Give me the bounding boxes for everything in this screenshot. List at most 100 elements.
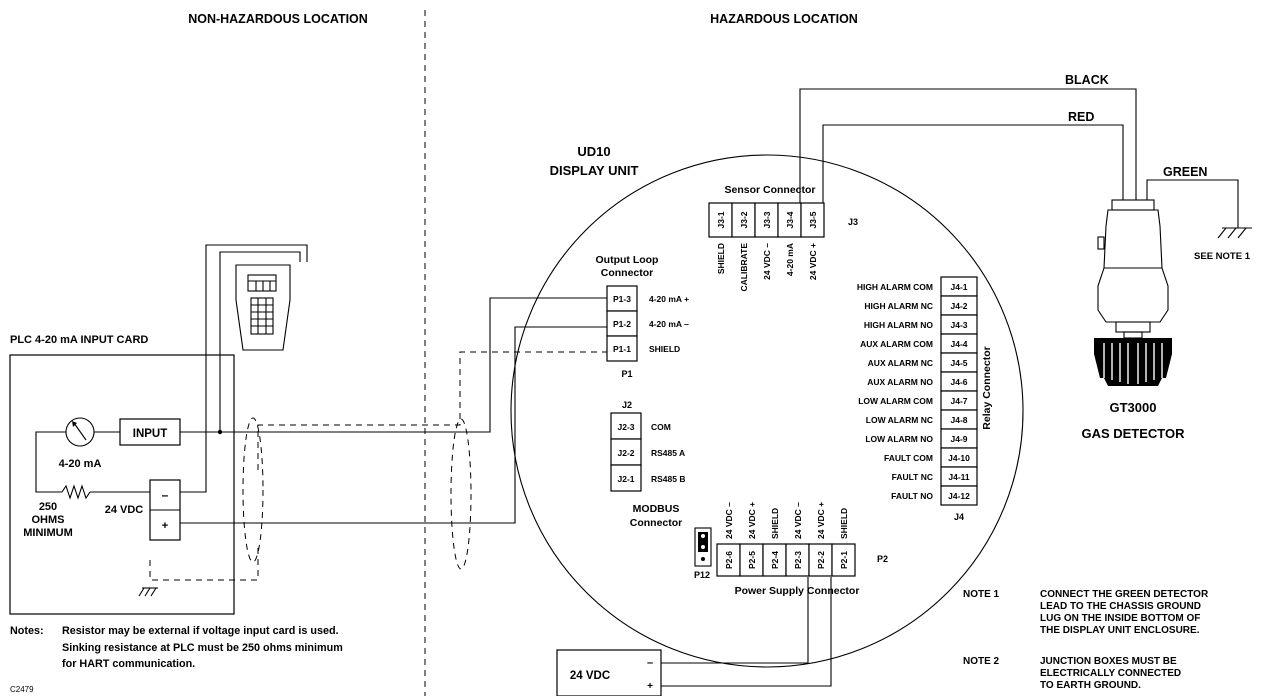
j4-pin-label: J4-2 bbox=[950, 301, 967, 311]
j4-pin-label: J4-7 bbox=[950, 396, 967, 406]
j4-pin-label: J4-10 bbox=[948, 453, 970, 463]
j3-pin-cell bbox=[800, 202, 825, 238]
cable-shield-ellipse-right bbox=[450, 418, 472, 570]
note-2-line-2: ELECTRICALLY CONNECTED bbox=[1040, 668, 1181, 679]
j2-function-label: RS485 A bbox=[651, 448, 685, 458]
supply-wire-plus bbox=[661, 577, 832, 687]
p1-pin-label: P1-2 bbox=[613, 319, 631, 329]
power-supply-title: Power Supply Connector bbox=[735, 585, 860, 597]
note-2-line-3: TO EARTH GROUND. bbox=[1040, 680, 1141, 691]
p2-pin-label: P2-5 bbox=[747, 551, 757, 569]
ground-symbol bbox=[138, 587, 158, 597]
relay-connector-title: Relay Connector bbox=[981, 346, 993, 429]
j4-pin-label: J4-3 bbox=[950, 320, 967, 330]
p2-function-label: 24 VDC + bbox=[816, 502, 826, 539]
hart-communicator-icon bbox=[235, 264, 291, 351]
j3-function-label: SHIELD bbox=[716, 243, 726, 274]
j4-function-label: AUX ALARM COM bbox=[860, 339, 933, 349]
j4-function-label: HIGH ALARM NC bbox=[864, 301, 933, 311]
resistor-value-label: 250 bbox=[39, 501, 57, 513]
j4-function-label: FAULT COM bbox=[884, 453, 933, 463]
supply-box-minus: – bbox=[647, 657, 653, 669]
resistor-unit-label: OHMS bbox=[32, 514, 65, 526]
j3-function-label: 4-20 mA bbox=[785, 243, 795, 276]
modbus-title-1: MODBUS bbox=[633, 503, 680, 515]
shield-wire bbox=[257, 351, 607, 470]
wire-green bbox=[1146, 179, 1239, 228]
j2-function-label: RS485 B bbox=[651, 474, 686, 484]
p2-function-label: 24 VDC – bbox=[724, 502, 734, 539]
detector-title-1: GT3000 bbox=[1110, 400, 1157, 415]
hart-lead-1 bbox=[219, 251, 301, 432]
plc-input-label: INPUT bbox=[133, 428, 168, 440]
p1-function-label: SHIELD bbox=[649, 344, 680, 354]
plc-title: PLC 4-20 mA INPUT CARD bbox=[10, 334, 148, 346]
supply-box-label: 24 VDC bbox=[570, 670, 610, 682]
p2-pin-label: P2-3 bbox=[793, 551, 803, 569]
j4-function-label: LOW ALARM NO bbox=[865, 434, 933, 444]
j4-function-label: AUX ALARM NO bbox=[867, 377, 933, 387]
j4-function-label: FAULT NC bbox=[892, 472, 933, 482]
j3-pin-label: J3-4 bbox=[785, 211, 795, 228]
j3-function-label: 24 VDC – bbox=[762, 243, 772, 280]
j2-ref: J2 bbox=[622, 400, 632, 410]
j4-function-label: AUX ALARM NC bbox=[868, 358, 933, 368]
see-note-1: SEE NOTE 1 bbox=[1194, 251, 1251, 262]
notes-line-3: for HART communication. bbox=[62, 658, 195, 670]
j4-pin-label: J4-4 bbox=[950, 339, 967, 349]
wire-red bbox=[822, 124, 1124, 203]
p1-function-label: 4-20 mA – bbox=[649, 319, 689, 329]
p2-pin-label: P2-6 bbox=[724, 551, 734, 569]
j4-function-label: FAULT NO bbox=[891, 491, 933, 501]
power-supply-connector-p2: P2-624 VDC –P2-524 VDC +P2-4SHIELDP2-324… bbox=[716, 502, 856, 577]
note-1-label: NOTE 1 bbox=[963, 589, 1000, 600]
j2-pin-label: J2-1 bbox=[617, 474, 634, 484]
j3-function-label: CALIBRATE bbox=[739, 243, 749, 292]
note-1-line-1: CONNECT THE GREEN DETECTOR bbox=[1040, 589, 1209, 600]
j3-ref: J3 bbox=[848, 217, 858, 227]
p1-ref: P1 bbox=[621, 369, 632, 379]
p2-pin-cell bbox=[831, 543, 856, 577]
j3-function-label: 24 VDC + bbox=[808, 243, 818, 280]
p2-pin-label: P2-2 bbox=[816, 551, 826, 569]
note-2-label: NOTE 2 bbox=[963, 656, 1000, 667]
jumper-p12 bbox=[694, 527, 712, 567]
j4-pin-label: J4-8 bbox=[950, 415, 967, 425]
non-hazardous-zone-label: NON-HAZARDOUS LOCATION bbox=[188, 12, 368, 26]
j4-pin-label: J4-1 bbox=[950, 282, 967, 292]
shield-ground-wire bbox=[149, 545, 259, 581]
p1-pin-label: P1-3 bbox=[613, 294, 631, 304]
wire-black-label: BLACK bbox=[1065, 73, 1109, 87]
j4-function-label: LOW ALARM NC bbox=[866, 415, 933, 425]
notes-header: Notes: bbox=[10, 625, 44, 637]
j2-pin-cell bbox=[610, 412, 642, 440]
j4-function-label: LOW ALARM COM bbox=[858, 396, 933, 406]
cable-shield-ellipse-left bbox=[242, 417, 264, 563]
loop-wire-return bbox=[180, 326, 607, 524]
j2-pin-label: J2-3 bbox=[617, 422, 634, 432]
meter-label: 4-20 mA bbox=[59, 458, 102, 470]
supply-wire-minus bbox=[661, 577, 809, 664]
wire-black bbox=[799, 88, 1137, 203]
plc-input-box bbox=[119, 418, 181, 446]
j2-pin-cell bbox=[610, 438, 642, 466]
modbus-title-2: Connector bbox=[630, 517, 683, 529]
p2-pin-label: P2-4 bbox=[770, 551, 780, 569]
ud10-enclosure bbox=[510, 154, 1024, 668]
loop-wire-signal bbox=[180, 297, 607, 433]
p2-function-label: SHIELD bbox=[839, 508, 849, 539]
notes-line-2: Sinking resistance at PLC must be 250 oh… bbox=[62, 642, 343, 654]
j3-pin-label: J3-2 bbox=[739, 211, 749, 228]
plc-supply-label: 24 VDC bbox=[105, 504, 144, 516]
output-loop-title-2: Connector bbox=[601, 267, 654, 279]
ud10-title-2: DISPLAY UNIT bbox=[550, 163, 639, 178]
j4-pin-label: J4-12 bbox=[948, 491, 970, 501]
sensor-connector-title: Sensor Connector bbox=[724, 184, 815, 196]
wire-green-label: GREEN bbox=[1163, 165, 1207, 179]
detector-ground-symbol bbox=[1217, 227, 1252, 239]
gt3000-detector-icon bbox=[1094, 199, 1172, 386]
